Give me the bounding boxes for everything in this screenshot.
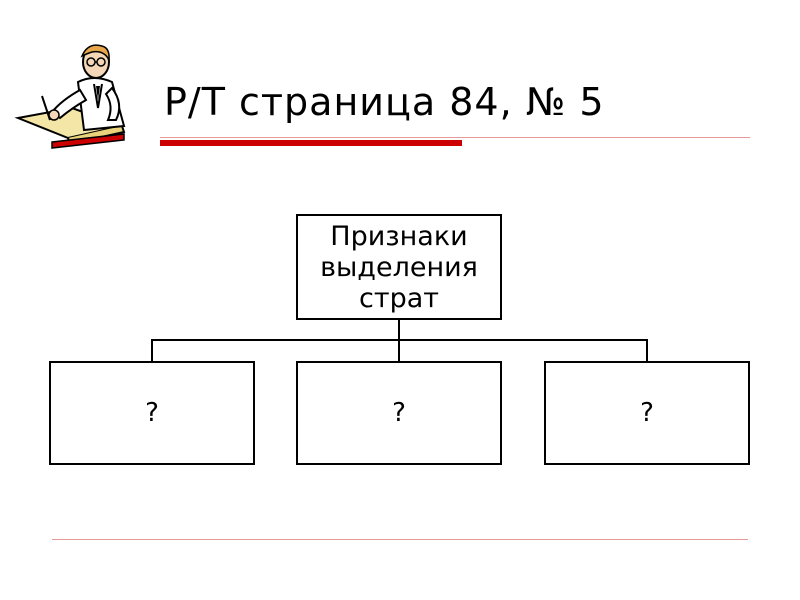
child-node-label: ? [392, 398, 406, 428]
footer-divider [52, 539, 748, 540]
root-node-label: Признаки выделения страт [306, 221, 492, 314]
diagram-child-node-2: ? [296, 361, 502, 465]
child-node-label: ? [145, 398, 159, 428]
diagram-root-node: Признаки выделения страт [296, 214, 502, 320]
child-node-label: ? [640, 398, 654, 428]
diagram-child-node-1: ? [49, 361, 255, 465]
diagram-child-node-3: ? [544, 361, 750, 465]
